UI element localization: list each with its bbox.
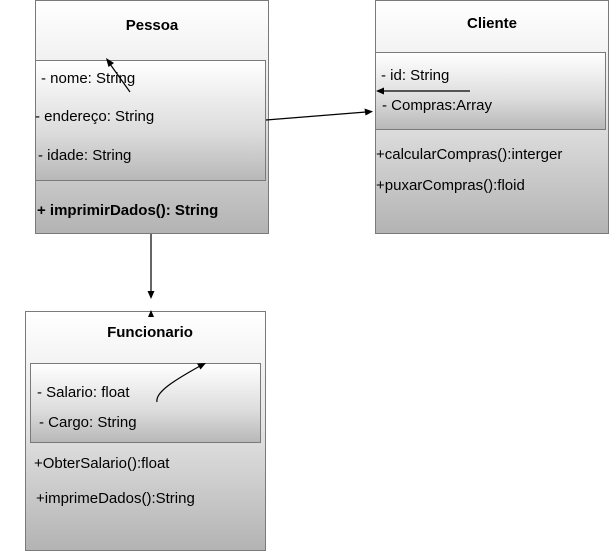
class-cliente-title: Cliente xyxy=(466,15,517,32)
method-puxarcompras: +puxarCompras():floid xyxy=(376,177,525,194)
attribute-endereco: - endereço: String xyxy=(35,108,155,125)
attribute-cargo: - Cargo: String xyxy=(39,414,137,431)
class-funcionario-title: Funcionario xyxy=(107,324,193,341)
class-pessoa-attributes[interactable] xyxy=(35,60,266,181)
method-calcularcompras: +calcularCompras():interger xyxy=(376,146,563,163)
attribute-nome: - nome: String xyxy=(41,70,136,87)
attribute-salario: - Salario: float xyxy=(37,384,130,401)
method-imprimirdados: + imprimirDados(): String xyxy=(37,202,219,219)
association-pessoa-funcionario-arrow[interactable] xyxy=(147,234,155,299)
attribute-id: - id: String xyxy=(381,67,450,84)
method-imprimedados: +imprimeDados():String xyxy=(36,490,195,507)
class-pessoa-title: Pessoa xyxy=(125,17,179,34)
method-obtersalario: +ObterSalario():float xyxy=(34,455,170,472)
class-funcionario-attributes[interactable] xyxy=(30,363,261,443)
association-pessoa-cliente-arrow[interactable] xyxy=(265,108,373,121)
attribute-compras: - Compras:Array xyxy=(382,97,493,114)
class-cliente-attributes[interactable] xyxy=(375,52,606,130)
attribute-idade: - idade: String xyxy=(38,147,132,164)
